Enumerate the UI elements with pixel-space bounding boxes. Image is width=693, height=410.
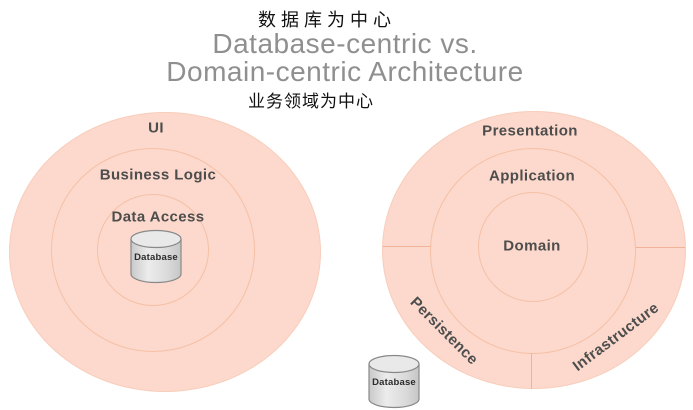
domain-layer-label: Domain <box>503 237 561 255</box>
database-centric-chinese-label: 数据库为中心 <box>258 10 396 30</box>
page-title-line2: Domain-centric Architecture <box>166 56 524 87</box>
page-title-line1: Database-centric vs. <box>212 28 478 59</box>
data-access-layer-label: Data Access <box>111 208 205 226</box>
segment-divider-left <box>383 246 431 247</box>
right-database-cylinder-icon: Database <box>367 354 421 409</box>
segment-divider-bottom <box>531 353 532 389</box>
right-inner-ring <box>478 192 588 302</box>
presentation-layer-label: Presentation <box>482 122 578 140</box>
left-middle-ring <box>51 148 255 352</box>
business-logic-layer-label: Business Logic <box>99 166 217 184</box>
left-database-cylinder-icon: Database <box>129 229 183 284</box>
left-inner-ring <box>97 194 209 306</box>
ui-layer-label: UI <box>148 119 164 137</box>
right-database-label: Database <box>372 377 416 388</box>
domain-centric-chinese-label: 业务领域为中心 <box>248 92 374 111</box>
segment-divider-right <box>636 247 685 248</box>
left-database-label: Database <box>134 252 178 263</box>
right-middle-ring <box>430 148 636 354</box>
database-cylinder-icon <box>368 354 420 409</box>
database-cylinder-icon <box>130 229 182 284</box>
application-layer-label: Application <box>488 167 576 185</box>
